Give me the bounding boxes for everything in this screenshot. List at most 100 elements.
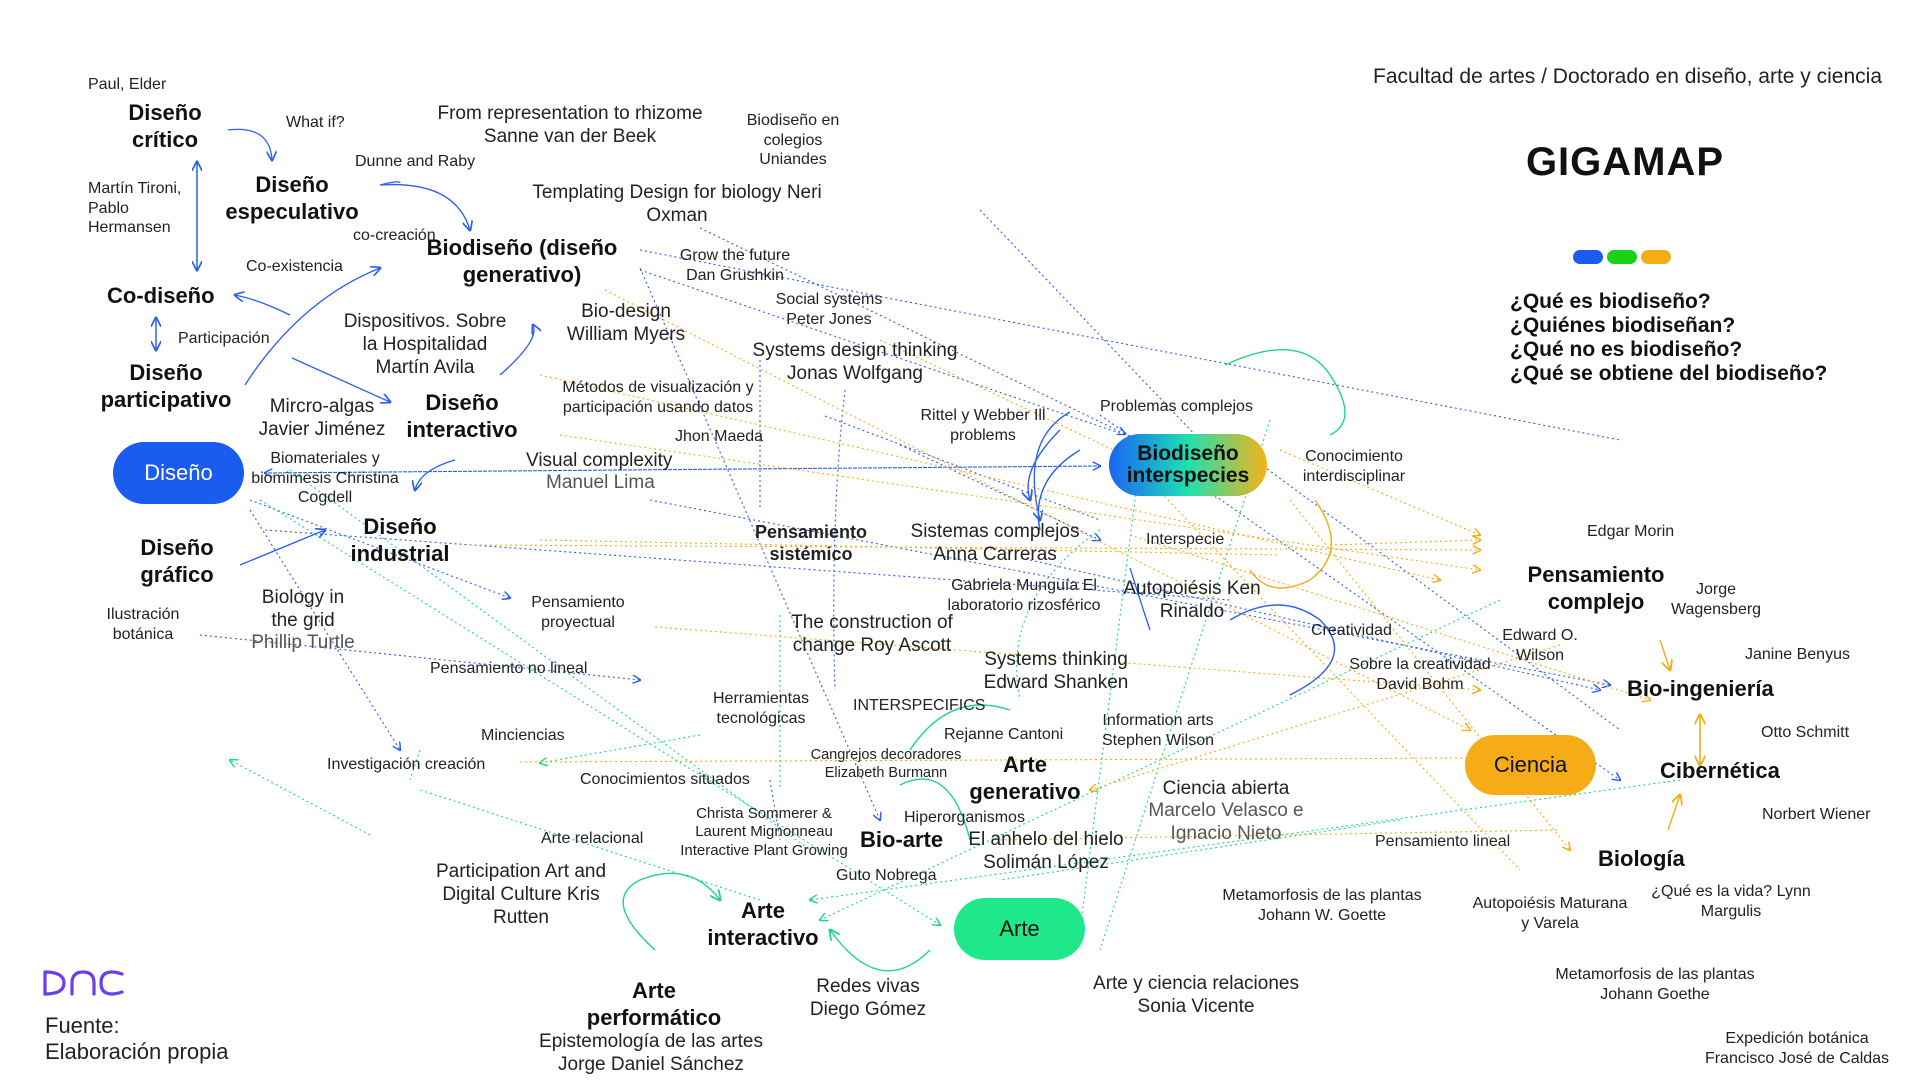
label-visual-complexity: Visual complexity <box>526 450 673 471</box>
label-information-arts: Information arts Stephen Wilson <box>1101 712 1215 749</box>
label-otto: Otto Schmitt <box>1761 724 1850 741</box>
label-metodos: Métodos de visualización y participación… <box>562 379 754 416</box>
label-manuel-lima: Manuel Lima <box>546 472 655 493</box>
label-participation-art: Participation Art and Digital Culture Kr… <box>435 861 607 929</box>
hub-diseno[interactable]: Diseño <box>113 442 244 504</box>
label-systems-thinking: Systems thinking Edward Shanken <box>983 649 1129 694</box>
label-coexistencia: Co-existencia <box>246 258 343 275</box>
label-cangrejos: Cangrejos decoradores Elizabeth Burmann <box>810 747 962 781</box>
question-3: ¿Qué no es biodiseño? <box>1510 338 1743 361</box>
label-biology-grid: Biology in the grid <box>261 587 345 632</box>
question-2: ¿Quiénes biodiseñan? <box>1510 314 1736 337</box>
label-ilustracion: Ilustración botánica <box>106 606 180 643</box>
label-minciencias: Minciencias <box>481 727 565 744</box>
label-ciencia-abierta: Ciencia abierta <box>1162 778 1290 799</box>
label-autopoiesis-maturana: Autopoiésis Maturana y Varela <box>1472 895 1628 932</box>
label-conocimientos-situados: Conocimientos situados <box>580 771 750 788</box>
hub-diseno-label: Diseño <box>144 460 213 485</box>
hub-biodiseno-interspecies-label: Biodiseño interspecies <box>1126 441 1250 487</box>
label-microalgas: Mircro-algas Javier Jiménez <box>258 396 386 441</box>
node-biodiseno-generativo: Biodiseño (diseño generativo) <box>426 235 618 287</box>
label-templating: Templating Design for biology Neri Oxman <box>532 182 822 227</box>
label-edward-wilson: Edward O. Wilson <box>1502 627 1578 664</box>
label-phillip-turtle: Phillip Turtle <box>251 632 355 653</box>
label-dispositivos: Dispositivos. Sobre la Hospitalidad Mart… <box>343 311 507 379</box>
node-bioingenieria: Bio-ingeniería <box>1627 676 1774 701</box>
label-rejanne: Rejanne Cantoni <box>944 726 1064 743</box>
label-conocimiento-interdisciplinar: Conocimiento interdisciplinar <box>1302 448 1406 485</box>
label-epistemologia: Epistemología de las artes Jorge Daniel … <box>539 1031 763 1076</box>
label-que-vida: ¿Qué es la vida? Lynn Margulis <box>1651 883 1811 920</box>
node-biologia: Biología <box>1598 846 1685 871</box>
node-cibernetica: Cibernética <box>1660 758 1780 783</box>
label-construction: The construction of change Roy Ascott <box>791 612 953 657</box>
label-martin-tironi: Martín Tironi, Pablo Hermansen <box>88 180 182 237</box>
label-biodesign: Bio-design William Myers <box>566 301 686 346</box>
hub-biodiseno-interspecies[interactable]: Biodiseño interspecies <box>1109 434 1267 496</box>
label-norbert: Norbert Wiener <box>1762 806 1871 823</box>
node-pensamiento-sistemico: Pensamiento sistémico <box>754 522 868 564</box>
legend-dot-green <box>1607 250 1637 264</box>
label-jorge: Jorge Wagensberg <box>1670 581 1762 618</box>
label-interspecifics: INTERSPECIFICS <box>853 697 986 714</box>
label-pensamiento-no-lineal: Pensamiento no lineal <box>430 660 588 677</box>
source-value: Elaboración propia <box>45 1039 229 1064</box>
label-cocreacion: co-creación <box>353 227 436 244</box>
legend-dot-blue <box>1573 250 1603 264</box>
question-1: ¿Qué es biodiseño? <box>1510 290 1711 313</box>
label-pensamiento-proyectual: Pensamiento proyectual <box>531 594 625 631</box>
label-metamorfosis-goette: Metamorfosis de las plantas Johann W. Go… <box>1222 887 1422 924</box>
hub-arte-label: Arte <box>999 916 1040 941</box>
label-janine: Janine Benyus <box>1745 646 1850 663</box>
label-rhizome: From representation to rhizome Sanne van… <box>437 103 703 148</box>
node-arte-performatico: Arte performático <box>586 978 722 1030</box>
hub-arte[interactable]: Arte <box>954 898 1085 960</box>
label-problemas-complejos: Problemas complejos <box>1100 398 1253 415</box>
label-gabriela: Gabriela Munguía El laboratorio rizosfér… <box>947 577 1101 614</box>
label-christa: Christa Sommerer & Laurent Mignonneau In… <box>680 805 848 859</box>
label-arte-relacional: Arte relacional <box>541 830 644 847</box>
label-hiperorganismos: Hiperorganismos <box>904 809 1025 826</box>
dac-logo <box>43 970 124 996</box>
label-autopoiesis-rinaldo: Autopoiésis Ken Rinaldo <box>1123 578 1261 623</box>
label-sistemas-complejos: Sistemas complejos Anna Carreras <box>910 521 1080 566</box>
label-redes-vivas: Redes vivas Diego Gómez <box>809 976 927 1021</box>
label-grow-future: Grow the future Dan Grushkin <box>679 247 791 284</box>
node-arte-interactivo: Arte interactivo <box>707 898 819 950</box>
label-edgar-morin: Edgar Morin <box>1587 523 1675 540</box>
node-pensamiento-complejo: Pensamiento complejo <box>1527 562 1665 614</box>
label-biomateriales: Biomateriales y biomimesis Christina Cog… <box>251 450 399 507</box>
node-diseno-grafico: Diseño gráfico <box>140 535 214 587</box>
label-pensamiento-lineal: Pensamiento lineal <box>1375 833 1511 850</box>
hub-ciencia-label: Ciencia <box>1493 752 1568 777</box>
label-sobre-creatividad: Sobre la creatividad David Bohm <box>1349 656 1491 693</box>
label-guto: Guto Nobrega <box>836 867 937 884</box>
label-paul-elder: Paul, Elder <box>88 76 167 93</box>
node-diseno-interactivo: Diseño interactivo <box>406 390 518 442</box>
label-expedicion: Expedición botánica Francisco José de Ca… <box>1704 1030 1890 1067</box>
gigamap-title: GIGAMAP <box>1525 140 1725 184</box>
label-jhon-maeda: Jhon Maeda <box>675 428 764 445</box>
node-arte-generativo: Arte generativo <box>969 752 1081 804</box>
node-bio-arte: Bio-arte <box>860 827 944 852</box>
label-arte-ciencia: Arte y ciencia relaciones Sonia Vicente <box>1093 973 1299 1018</box>
source-label: Fuente: <box>45 1013 120 1038</box>
node-diseno-critico: Diseño crítico <box>128 100 202 152</box>
legend-dot-orange <box>1641 250 1671 264</box>
node-diseno-especulativo: Diseño especulativo <box>225 172 359 224</box>
label-interspecie: Interspecie <box>1146 531 1225 548</box>
hub-ciencia[interactable]: Ciencia <box>1465 735 1596 795</box>
faculty-header: Facultad de artes / Doctorado en diseño,… <box>1373 65 1882 88</box>
label-creatividad: Creatividad <box>1311 622 1392 639</box>
question-4: ¿Qué se obtiene del biodiseño? <box>1510 362 1828 385</box>
label-dunne-raby: Dunne and Raby <box>355 153 476 170</box>
label-rittel: Rittel y Webber Ill problems <box>920 407 1046 444</box>
label-herramientas: Herramientas tecnológicas <box>712 690 810 727</box>
label-biodiseno-colegios: Biodiseño en colegios Uniandes <box>746 112 840 169</box>
label-what-if: What if? <box>286 114 345 131</box>
label-participacion: Participación <box>178 330 270 347</box>
node-diseno-participativo: Diseño participativo <box>100 360 232 412</box>
label-systems-design: Systems design thinking Jonas Wolfgang <box>752 340 958 385</box>
label-investigacion-creacion: Investigación creación <box>327 756 486 773</box>
node-diseno-industrial: Diseño industrial <box>350 514 450 566</box>
